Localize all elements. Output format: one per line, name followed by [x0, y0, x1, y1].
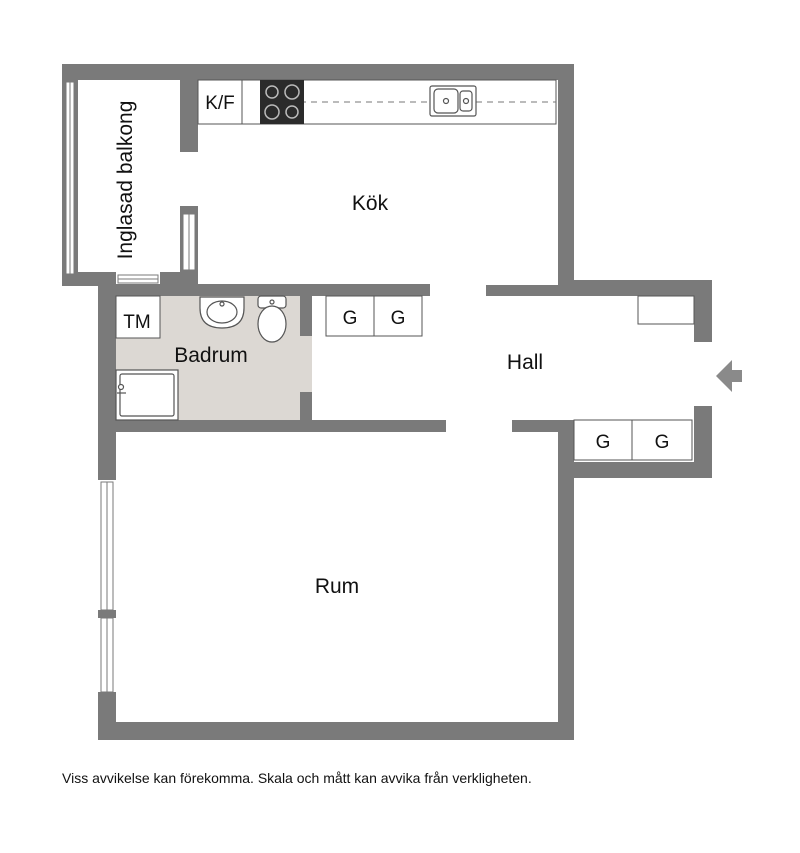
- wardrobe-4-label: G: [655, 432, 670, 453]
- floor-plan: K/F TM G G: [62, 64, 742, 740]
- kitchen-label: Kök: [352, 192, 389, 215]
- kitchen-counter: [197, 79, 557, 125]
- washing-machine: [115, 295, 161, 339]
- toilet-icon: [257, 295, 287, 343]
- hall-label: Hall: [507, 351, 543, 374]
- fridge-freezer-label: K/F: [205, 93, 235, 114]
- windows: [65, 81, 196, 693]
- wardrobe-1-label: G: [343, 308, 358, 329]
- balcony-label: Inglasad balkong: [114, 101, 137, 260]
- washing-machine-label: TM: [123, 312, 150, 333]
- room-label: Rum: [315, 575, 359, 598]
- sink-icon: [429, 85, 477, 117]
- room-floor: [116, 432, 560, 722]
- wardrobes-bottom: [573, 419, 693, 461]
- hall-shelf: [637, 295, 695, 325]
- bathroom-label: Badrum: [174, 344, 248, 367]
- shower-icon: [115, 369, 179, 421]
- stove-icon: [260, 80, 304, 124]
- wardrobe-2-label: G: [391, 308, 406, 329]
- washbasin-icon: [199, 296, 245, 329]
- entrance-arrow-icon: [716, 360, 742, 392]
- wardrobes-top: [325, 295, 423, 337]
- wardrobe-3-label: G: [596, 432, 611, 453]
- disclaimer-text: Viss avvikelse kan förekomma. Skala och …: [62, 770, 532, 786]
